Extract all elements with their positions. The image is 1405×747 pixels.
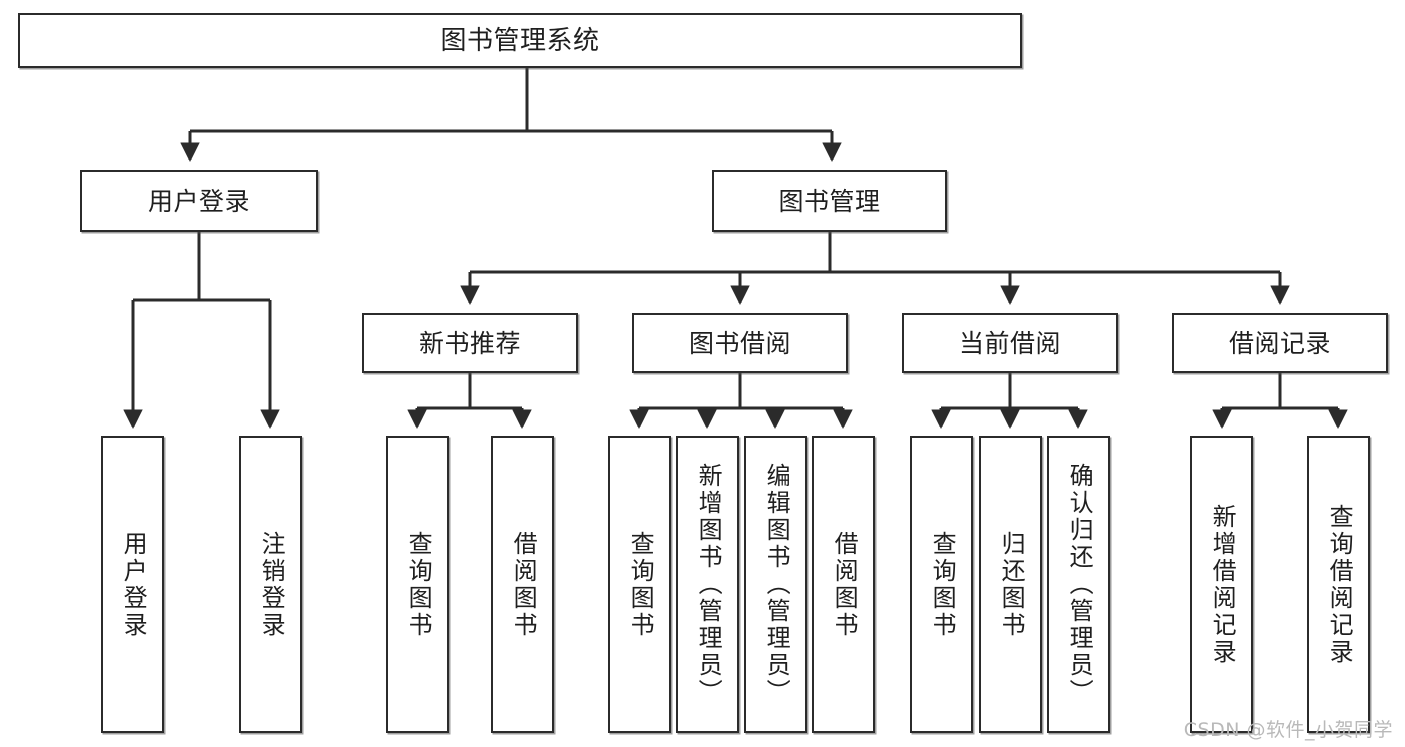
node-label: 查询图书 bbox=[404, 530, 433, 639]
node-label: 用户登录 bbox=[119, 530, 148, 639]
node-label: 查询图书 bbox=[928, 530, 957, 639]
node-label: 图书管理 bbox=[778, 186, 881, 216]
node-current-borrow[interactable]: 当前借阅 bbox=[902, 313, 1118, 373]
leaf-book-borrow-add[interactable]: 新增图书（管理员） bbox=[676, 436, 739, 733]
node-label: 新增图书（管理员） bbox=[694, 463, 723, 706]
node-label: 借阅图书 bbox=[830, 530, 859, 639]
node-label: 用户登录 bbox=[147, 186, 250, 216]
leaf-borrow-record-query[interactable]: 查询借阅记录 bbox=[1307, 436, 1370, 733]
node-new-book-recommend[interactable]: 新书推荐 bbox=[362, 313, 578, 373]
node-label: 查询借阅记录 bbox=[1325, 503, 1354, 666]
node-label: 归还图书 bbox=[997, 530, 1026, 639]
node-label: 注销登录 bbox=[257, 530, 286, 639]
leaf-new-book-borrow[interactable]: 借阅图书 bbox=[491, 436, 554, 733]
node-label: 借阅记录 bbox=[1228, 328, 1331, 358]
node-book-management[interactable]: 图书管理 bbox=[712, 170, 947, 232]
node-label: 借阅图书 bbox=[509, 530, 538, 639]
node-label: 查询图书 bbox=[626, 530, 655, 639]
leaf-book-borrow-borrow[interactable]: 借阅图书 bbox=[812, 436, 875, 733]
leaf-user-login-logout[interactable]: 注销登录 bbox=[239, 436, 302, 733]
csdn-watermark: CSDN @软件_小贺同学 bbox=[1183, 719, 1393, 741]
node-label: 图书借阅 bbox=[688, 328, 791, 358]
node-root-system[interactable]: 图书管理系统 bbox=[18, 13, 1022, 68]
leaf-borrow-record-add[interactable]: 新增借阅记录 bbox=[1190, 436, 1253, 733]
node-user-login[interactable]: 用户登录 bbox=[80, 170, 318, 232]
leaf-current-borrow-query[interactable]: 查询图书 bbox=[910, 436, 973, 733]
node-label: 新增借阅记录 bbox=[1208, 503, 1237, 666]
leaf-book-borrow-edit[interactable]: 编辑图书（管理员） bbox=[744, 436, 807, 733]
leaf-book-borrow-query[interactable]: 查询图书 bbox=[608, 436, 671, 733]
node-label: 当前借阅 bbox=[958, 328, 1061, 358]
node-label: 新书推荐 bbox=[418, 328, 521, 358]
node-borrow-record[interactable]: 借阅记录 bbox=[1172, 313, 1388, 373]
node-book-borrow[interactable]: 图书借阅 bbox=[632, 313, 848, 373]
leaf-new-book-query[interactable]: 查询图书 bbox=[386, 436, 449, 733]
node-label: 确认归还（管理员） bbox=[1065, 463, 1094, 706]
leaf-user-login-login[interactable]: 用户登录 bbox=[101, 436, 164, 733]
node-label: 图书管理系统 bbox=[440, 25, 600, 56]
leaf-current-borrow-confirm-return[interactable]: 确认归还（管理员） bbox=[1047, 436, 1110, 733]
leaf-current-borrow-return[interactable]: 归还图书 bbox=[979, 436, 1042, 733]
node-label: 编辑图书（管理员） bbox=[762, 463, 791, 706]
